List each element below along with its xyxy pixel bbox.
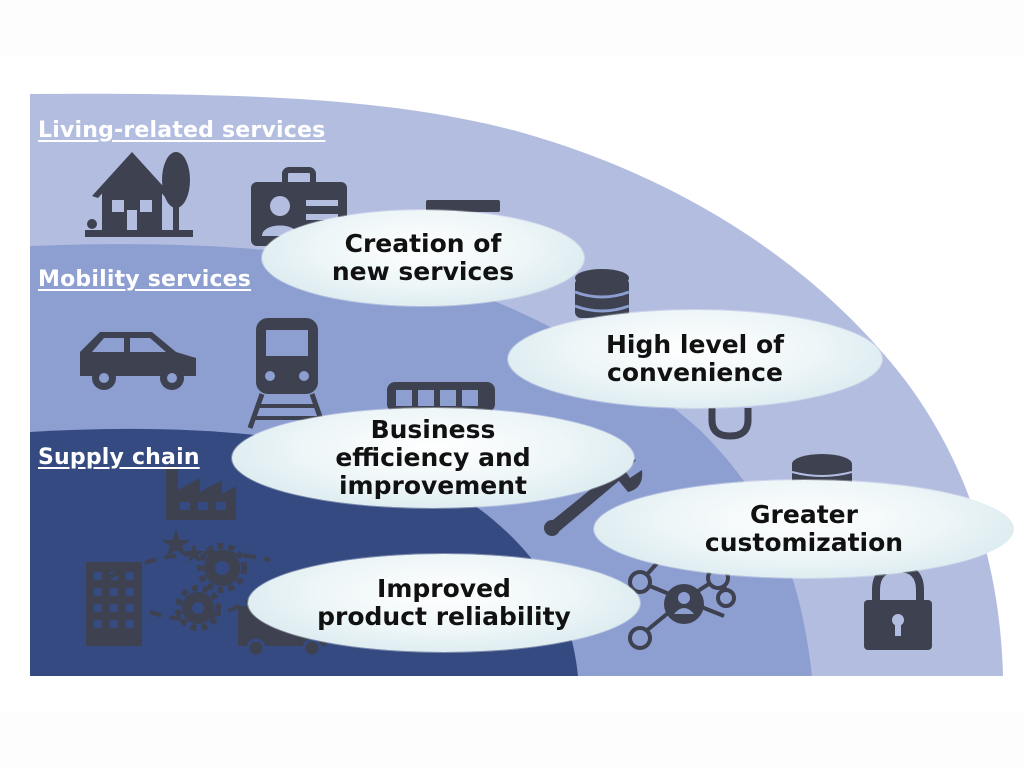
bus-icon — [387, 382, 495, 412]
train-icon — [247, 318, 327, 429]
car-icon — [80, 332, 196, 390]
business-line-2: efficiency and — [335, 443, 531, 472]
customization-line-1: Greater — [750, 500, 858, 529]
living-services-label: Living-related services — [38, 118, 326, 143]
customization-line-2: customization — [704, 528, 904, 557]
mobility-services-label: Mobility services — [38, 267, 252, 292]
bottom-band — [0, 712, 1024, 768]
database-icon — [574, 269, 630, 318]
reliability-line-1: Improved — [377, 574, 511, 603]
coins-icon — [791, 454, 853, 482]
top-band — [0, 0, 1024, 56]
creation-line-1: Creation of — [344, 229, 502, 258]
supply-chain-label: Supply chain — [38, 445, 200, 470]
monitor-icon — [426, 200, 500, 212]
business-line-3: improvement — [338, 471, 528, 500]
gears-icon — [107, 530, 271, 631]
business-line-1: Business — [370, 415, 496, 444]
convenience-line-2: convenience — [607, 358, 783, 387]
handbag-icon — [708, 408, 752, 440]
creation-line-2: new services — [331, 257, 515, 286]
house-icon — [85, 152, 193, 237]
reliability-line-2: product reliability — [317, 602, 571, 631]
convenience-line-1: High level of — [606, 330, 784, 359]
factory-icon — [166, 466, 236, 520]
